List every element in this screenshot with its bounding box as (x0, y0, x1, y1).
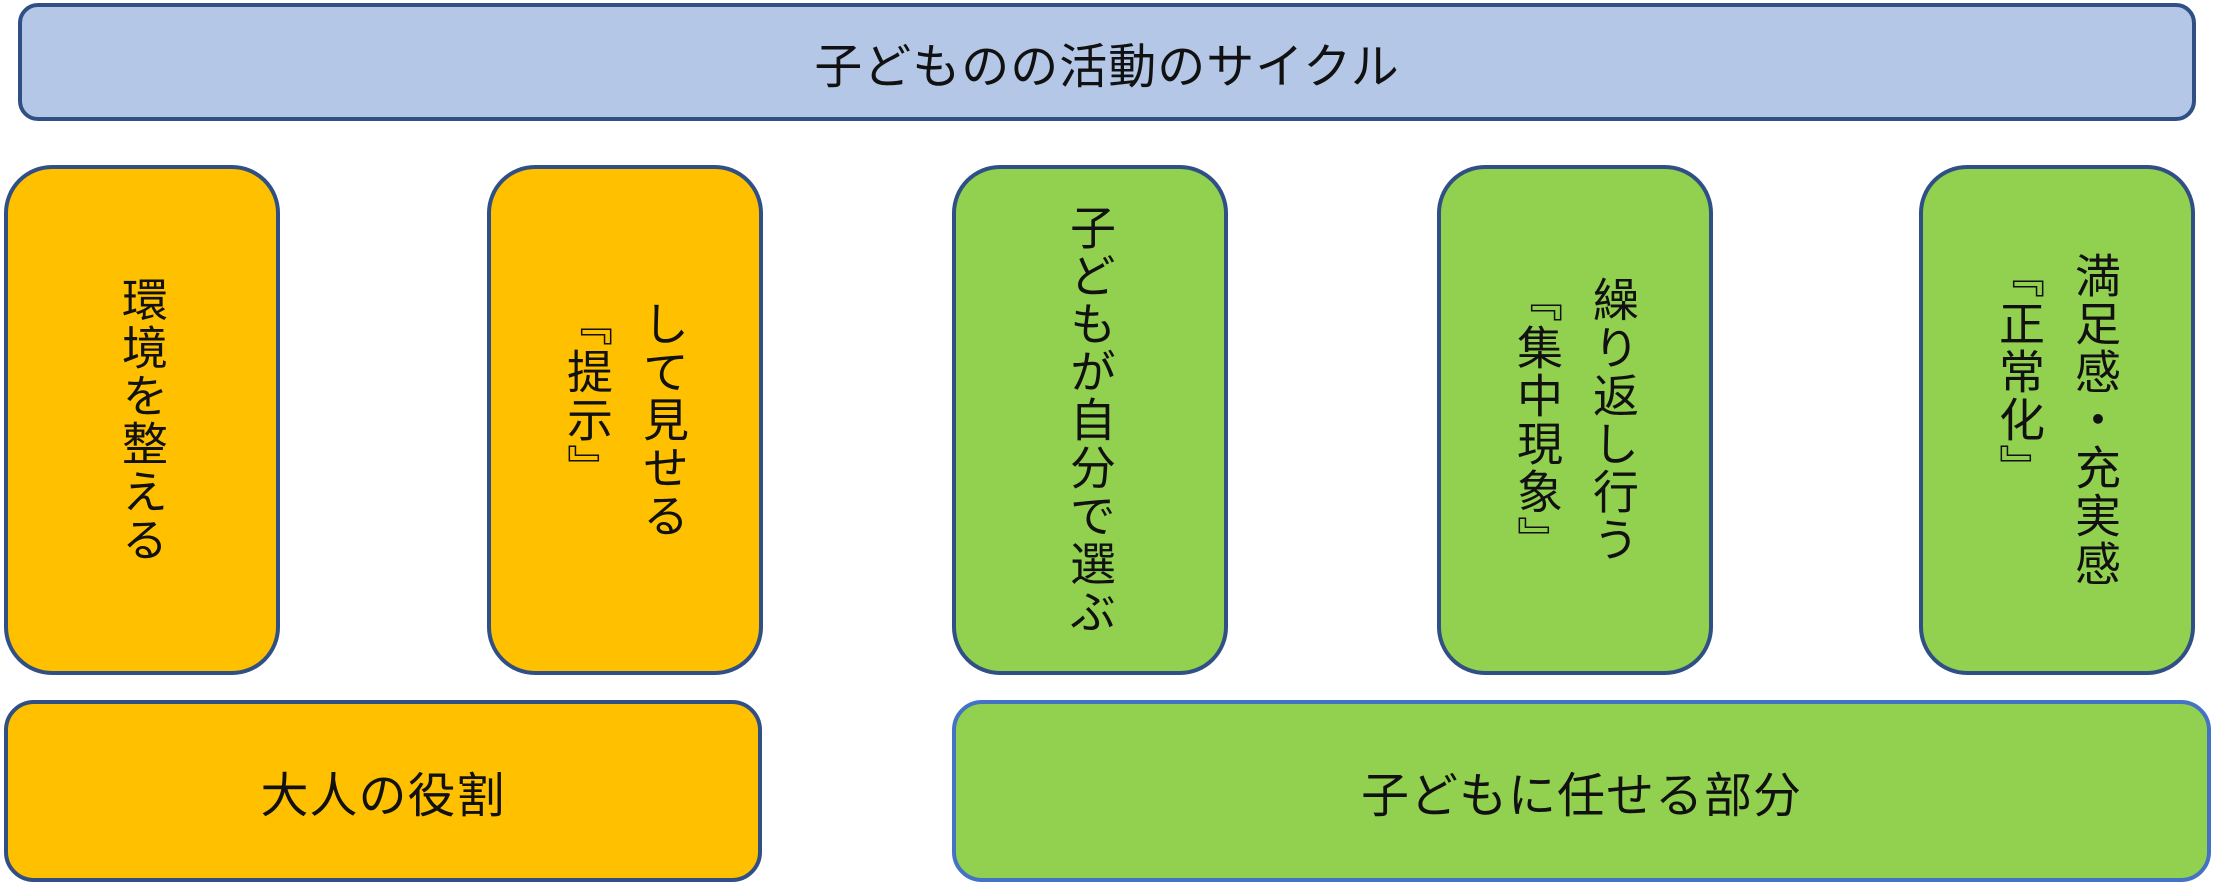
cycle-title-bar: 子どものの活動のサイクル (18, 3, 2196, 121)
column-label: 満足感・充実感 『正常化』 (1981, 252, 2133, 588)
column-label: 子どもが自分で選ぶ (1063, 204, 1117, 636)
column-child-chooses: 子どもが自分で選ぶ (952, 165, 1228, 675)
cycle-title: 子どものの活動のサイクル (814, 39, 1400, 95)
column-line: 『集中現象』 (1510, 276, 1564, 564)
column-normalization: 満足感・充実感 『正常化』 (1919, 165, 2195, 675)
column-line: 繰り返し行う (1586, 276, 1640, 564)
adult-role-bar: 大人の役割 (4, 700, 762, 882)
column-line: 『提示』 (560, 300, 614, 492)
column-presentation: して見せる 『提示』 (487, 165, 763, 675)
column-line: 満足感・充実感 (2068, 252, 2122, 588)
column-prepare-environment: 環境を整える (4, 165, 280, 675)
child-part-label: 子どもに任せる部分 (1360, 768, 1802, 824)
column-line: して見せる (636, 300, 690, 540)
column-concentration: 繰り返し行う 『集中現象』 (1437, 165, 1713, 675)
column-label: して見せる 『提示』 (549, 300, 701, 540)
child-part-bar: 子どもに任せる部分 (952, 700, 2211, 882)
column-line: 『正常化』 (1992, 252, 2046, 492)
column-label: 環境を整える (115, 276, 169, 564)
adult-role-label: 大人の役割 (260, 768, 506, 824)
column-label: 繰り返し行う 『集中現象』 (1499, 276, 1651, 564)
